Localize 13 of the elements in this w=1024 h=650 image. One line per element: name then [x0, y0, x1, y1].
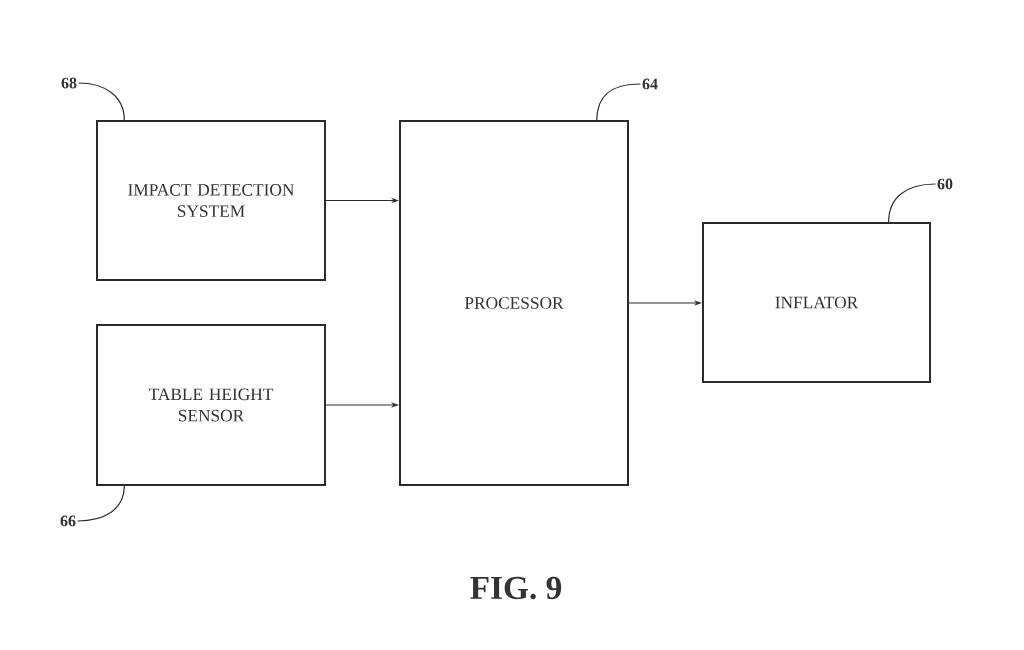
- process-box: IMPACT DETECTION SYSTEM: [96, 120, 326, 281]
- reference-numeral: 68: [61, 77, 77, 89]
- reference-numeral: 66: [60, 515, 76, 527]
- process-box: INFLATOR: [702, 222, 931, 383]
- leader-line: [77, 485, 125, 522]
- leader-line: [888, 183, 936, 223]
- leader-line: [596, 83, 641, 121]
- figure-caption: FIG. 9: [470, 576, 562, 600]
- process-box: PROCESSOR: [399, 120, 629, 486]
- reference-numeral: 64: [642, 78, 658, 90]
- process-box: TABLE HEIGHT SENSOR: [96, 324, 326, 486]
- leader-line: [78, 82, 125, 121]
- reference-numeral: 60: [937, 178, 953, 190]
